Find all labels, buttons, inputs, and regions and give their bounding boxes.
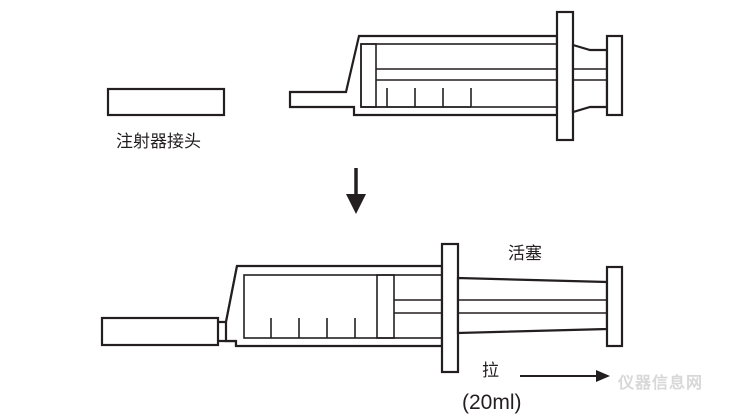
down-arrow: [346, 168, 366, 214]
syringe-top: [288, 10, 624, 142]
plunger-label: 活塞: [508, 244, 542, 264]
syringe-bottom-plunger-rod: [456, 276, 609, 335]
syringe-connector: [106, 87, 226, 117]
watermark-text: 仪器信息网: [618, 373, 704, 392]
syringe-bottom: [100, 242, 624, 374]
syringe-bottom-plunger-head: [376, 274, 395, 339]
syringe-top-thumb-press: [605, 34, 624, 117]
syringe-top-barrel: [288, 34, 559, 117]
connector-label: 注射器接头: [116, 132, 201, 152]
syringe-top-plunger-rod: [571, 43, 609, 114]
syringe-bottom-connector: [100, 316, 220, 347]
pull-label: 拉: [482, 361, 499, 381]
syringe-bottom-flange: [440, 242, 460, 374]
volume-label: (20ml): [462, 391, 522, 414]
pull-arrow: [520, 370, 610, 382]
syringe-bottom-thumb-press: [605, 265, 624, 348]
syringe-bottom-barrel: [224, 264, 444, 348]
syringe-bottom-graduations: [270, 318, 356, 338]
syringe-top-graduations: [361, 88, 472, 108]
syringe-top-flange: [555, 10, 575, 142]
